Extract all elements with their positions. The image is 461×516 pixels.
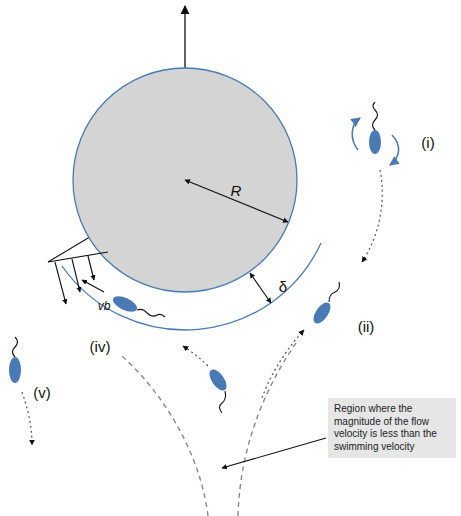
flow-arrow — [88, 256, 94, 280]
flow-arrow — [55, 262, 66, 304]
velocity-arrow — [82, 280, 104, 292]
note-text: Region where the magnitude of the flow v… — [334, 403, 450, 453]
flagellum — [220, 391, 226, 413]
path-arrow — [262, 330, 304, 398]
label: (ii) — [358, 319, 375, 334]
bacterium — [310, 300, 334, 327]
flagellum — [137, 309, 165, 317]
path-arrow — [22, 392, 32, 445]
label: (v) — [33, 385, 51, 400]
radius-arrow — [185, 180, 288, 222]
rotation-arrow — [352, 118, 360, 150]
path-arrow — [362, 170, 382, 262]
region-boundary — [122, 356, 208, 516]
bacterium — [369, 130, 381, 154]
note-box: Region where the magnitude of the flow v… — [328, 398, 456, 458]
leader-arrow — [222, 438, 326, 468]
delta-arrow — [250, 273, 271, 303]
path-arrow — [183, 346, 208, 366]
rotation-arrow — [390, 135, 399, 165]
label: (iv) — [90, 339, 111, 354]
region-boundary — [238, 340, 298, 516]
label: (i) — [421, 135, 434, 150]
flow-arrow — [72, 259, 80, 292]
label: δ — [279, 279, 287, 294]
boundary-layer-arc — [62, 243, 321, 330]
label: R — [231, 183, 242, 198]
label: vb — [98, 300, 111, 312]
bacterium — [111, 293, 140, 315]
flagellum — [329, 282, 340, 302]
bacterium — [9, 357, 21, 383]
flagellum — [13, 337, 18, 357]
sphere — [73, 68, 297, 292]
profile-line — [48, 252, 108, 262]
flagellum — [373, 102, 378, 130]
bacterium — [206, 367, 230, 394]
